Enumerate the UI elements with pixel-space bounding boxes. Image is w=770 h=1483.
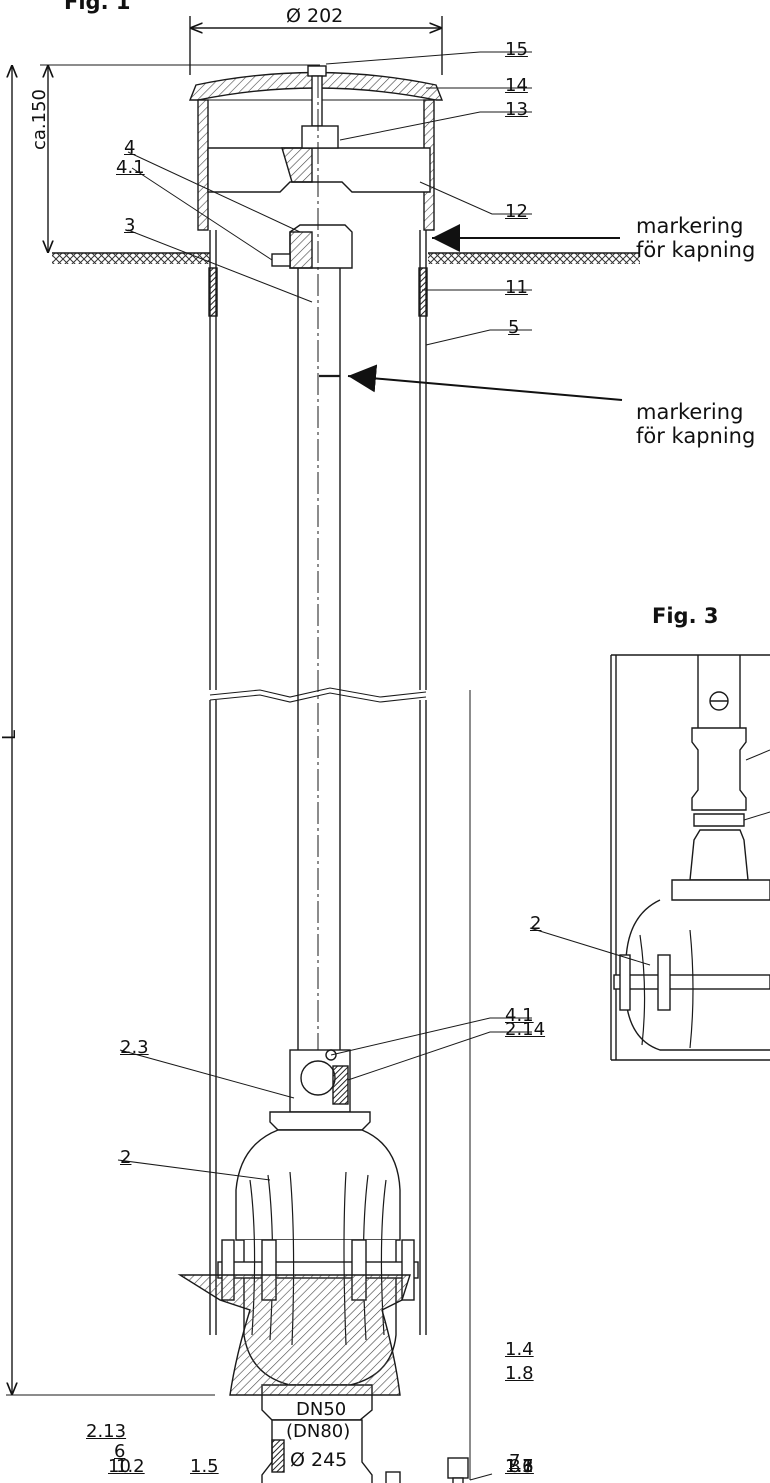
dimension-top-width: Ø 202 [286, 5, 344, 27]
part-label-10: 10 [108, 1456, 131, 1477]
dimension-length: L [0, 729, 20, 740]
figure-label-fig3: Fig. 3 [652, 604, 719, 628]
dimension-depth: ca.150 [29, 88, 50, 150]
part-label-5: 5 [508, 317, 520, 338]
part-label-3: 3 [124, 215, 136, 236]
part-label-1-6: 1.6 [505, 1456, 534, 1477]
part-label-1-2: 1.2 [116, 1456, 145, 1477]
part-label-1-7: 1.7 [505, 1456, 534, 1477]
part-label-6: 6 [114, 1441, 126, 1462]
part-label-2-13: 2.13 [86, 1421, 127, 1442]
part-label-14: 14 [505, 75, 528, 96]
part-label-12: 12 [505, 201, 528, 222]
part-label-1-8: 1.8 [505, 1363, 534, 1384]
part-label-15: 15 [505, 39, 528, 60]
cut-mark-rod-line1: markering [636, 400, 744, 424]
part-label-4: 4 [124, 137, 136, 158]
dimension-dn-main: DN50 [296, 1399, 347, 1420]
dimension-dn-alt: (DN80) [286, 1421, 351, 1442]
part-label-2-14: 2.14 [505, 1019, 546, 1040]
part-label-13: 13 [505, 99, 528, 120]
part-label-1-1: 1.1 [505, 1456, 534, 1477]
part-label-2: 2 [120, 1147, 132, 1168]
part-label-4-1: 4.1 [116, 157, 145, 178]
cut-mark-rod-line2: för kapning [636, 424, 756, 448]
part-label-7: 7 [509, 1451, 521, 1472]
figure-label-fig1: Fig. 1 [64, 0, 131, 14]
part-label-2-3: 2.3 [120, 1037, 149, 1058]
part-label-1-4: 1.4 [505, 1339, 534, 1360]
part-label-1-5: 1.5 [190, 1456, 219, 1477]
part-label-8: 8 [509, 1456, 521, 1477]
part-label-fig3-2: 2 [530, 913, 542, 934]
part-label-4-1: 4.1 [505, 1005, 534, 1026]
part-label-1-3: 1.3 [505, 1456, 534, 1477]
cut-mark-outer-line1: markering [636, 214, 744, 238]
dimension-base-dia: Ø 245 [290, 1449, 348, 1471]
part-label-11: 11 [505, 277, 528, 298]
cut-mark-outer-line2: för kapning [636, 238, 756, 262]
